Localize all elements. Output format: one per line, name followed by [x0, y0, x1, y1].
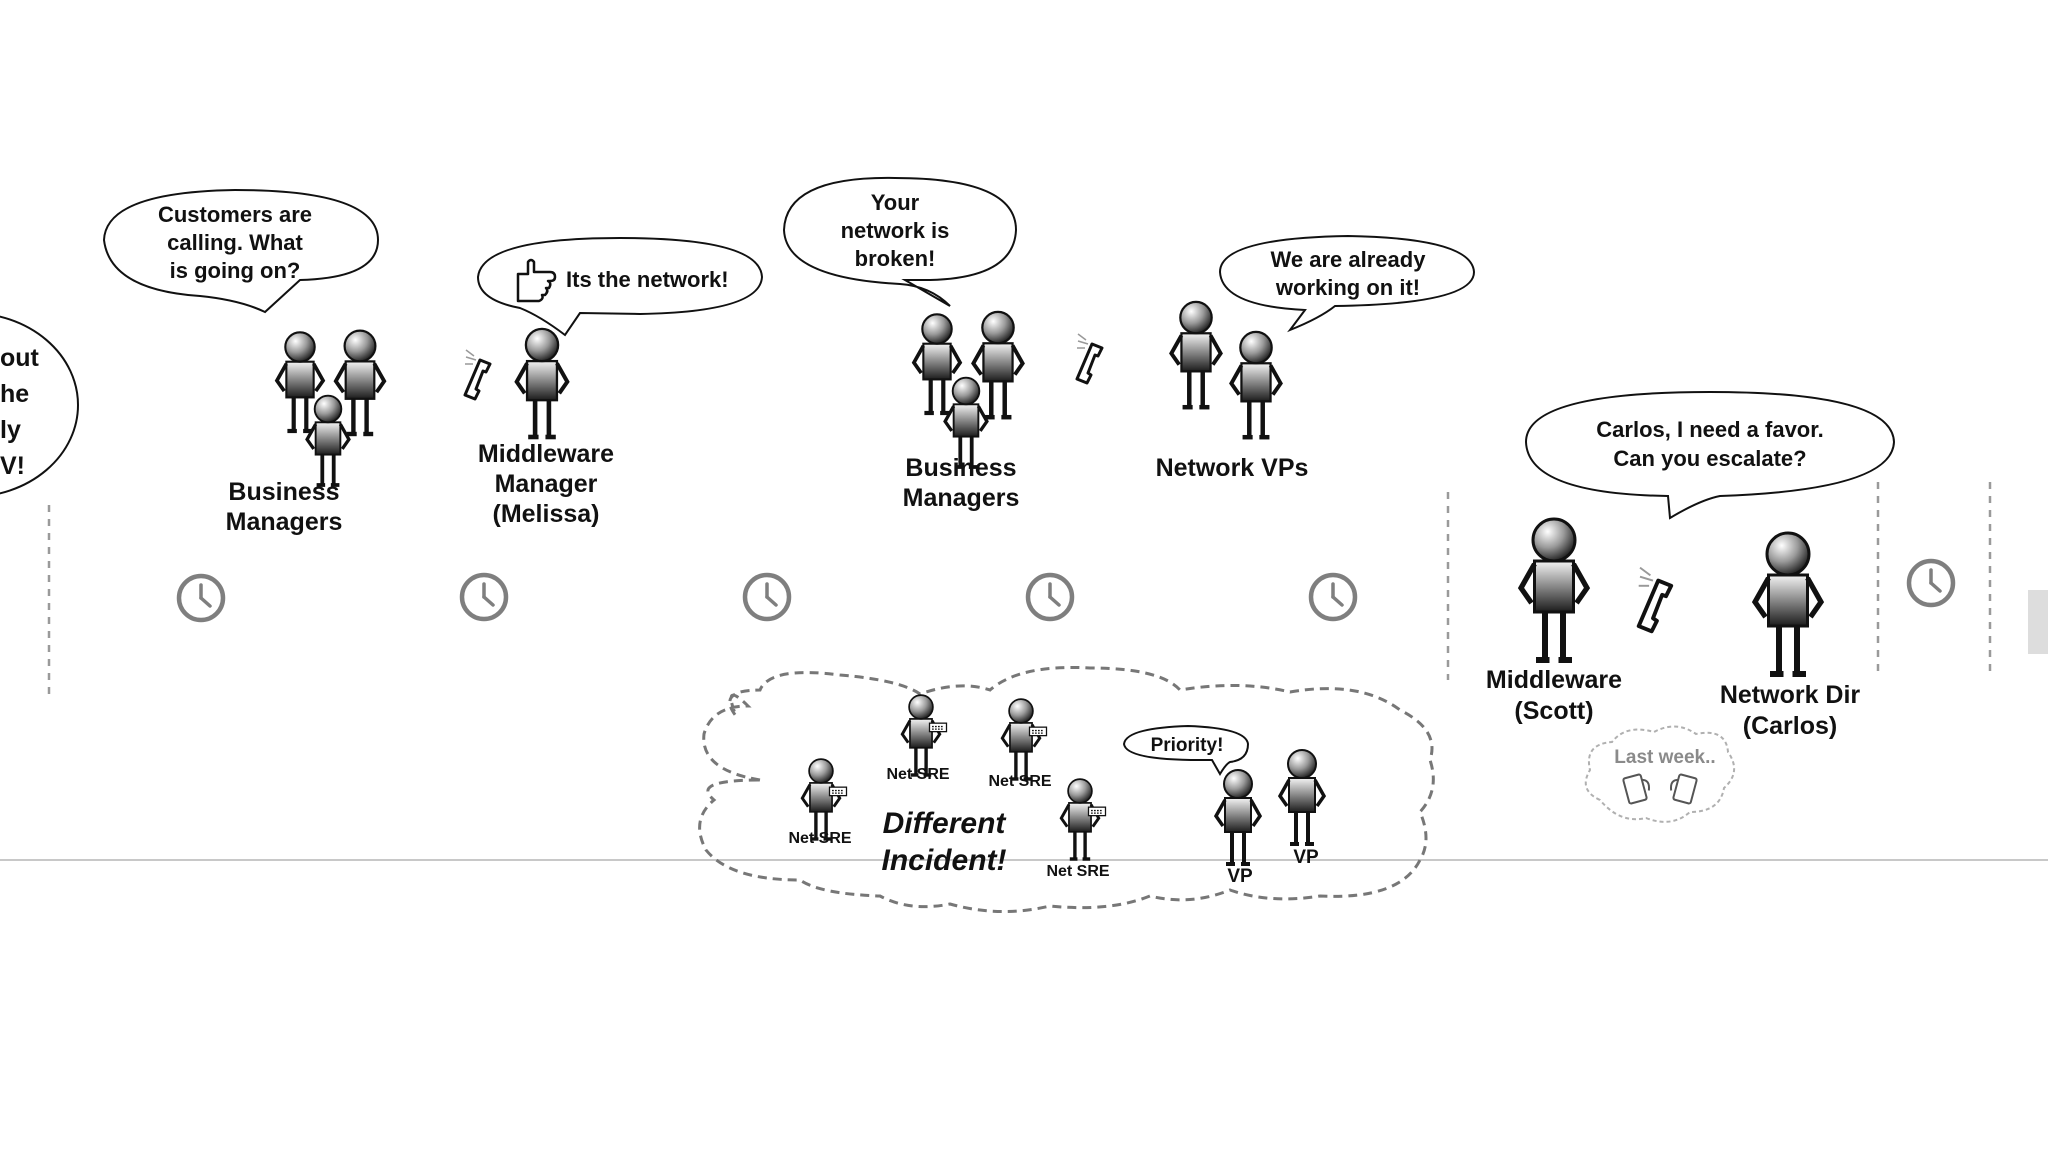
scene-business-managers-1: Customers are calling. What is going on?…	[102, 188, 384, 536]
scene-label: Middleware	[1486, 666, 1622, 694]
bubble-line: network is	[841, 218, 950, 243]
stick-figure-icon	[900, 693, 942, 777]
scene-label: Managers	[226, 508, 343, 536]
scene-business-managers-2: Your network is broken! Business Manager…	[782, 176, 1023, 512]
clock-icons	[179, 561, 1953, 620]
bubble-line: working on it!	[1275, 275, 1420, 300]
scene-label: (Melissa)	[493, 500, 600, 528]
phone-icon	[463, 348, 492, 401]
net-sre-figure	[1000, 697, 1048, 781]
scene-middleware-manager: Its the network! Middleware Manager (Mel…	[463, 236, 764, 528]
net-sre-label: Net SRE	[788, 830, 851, 847]
scene-label: Network VPs	[1156, 454, 1309, 482]
scene-label: Business	[905, 454, 1016, 482]
stick-figure-icon	[1521, 519, 1587, 660]
cutoff-speech-bubble: out he ly V!	[0, 315, 79, 495]
stick-figure-icon	[800, 757, 842, 841]
bubble-line: broken!	[855, 246, 936, 271]
bubble-text: Its the network!	[566, 267, 729, 292]
stick-figure-icon	[1000, 697, 1042, 781]
speech-bubble	[782, 176, 1018, 307]
cutoff-bubble-line: out	[0, 344, 40, 372]
scene-label: Middleware	[478, 440, 614, 468]
scene-label: Managers	[903, 484, 1020, 512]
incident-title: Different	[883, 807, 1008, 840]
speech-bubble	[102, 188, 380, 314]
speech-bubble	[1524, 390, 1896, 520]
stick-figure-icon	[517, 329, 568, 437]
clock-icon	[1909, 561, 1953, 605]
stick-figure-icon	[336, 331, 384, 434]
incident-title: Incident!	[882, 844, 1007, 877]
bubble-line: calling. What	[167, 230, 303, 255]
edge-tab	[2028, 590, 2048, 654]
keyboard-icon	[1028, 726, 1048, 737]
stick-figure-icon	[1171, 302, 1220, 407]
bubble-line: We are already	[1271, 247, 1427, 272]
clock-icon	[462, 575, 506, 619]
keyboard-icon	[928, 722, 948, 733]
vp-label: VP	[1293, 847, 1319, 868]
scene-label: Manager	[495, 470, 598, 498]
cutoff-bubble-line: V!	[0, 452, 25, 480]
scene-escalation: Carlos, I need a favor. Can you escalate…	[1486, 390, 1896, 823]
speech-bubble	[1218, 234, 1476, 333]
cutoff-bubble-line: ly	[0, 416, 21, 444]
priority-text: Priority!	[1151, 735, 1224, 756]
stick-figure-icon	[1231, 332, 1280, 437]
net-sre-figure	[1059, 777, 1107, 861]
stick-figure-icon	[1214, 768, 1262, 866]
phone-icon	[1636, 565, 1674, 634]
bubble-line: Can you escalate?	[1613, 446, 1806, 471]
net-sre-label: Net SRE	[988, 773, 1051, 790]
clock-icon	[179, 576, 223, 620]
net-sre-figure	[900, 693, 948, 777]
scene-label: (Scott)	[1514, 697, 1593, 725]
scene-label: (Carlos)	[1743, 712, 1837, 740]
phone-icon	[1075, 332, 1104, 385]
speech-bubble	[476, 236, 764, 337]
beer-mugs-icon	[1622, 773, 1698, 805]
stick-figure-icon	[973, 312, 1022, 417]
incident-cloud: Net SRE Net SRE Net SRE Net SRE Differen…	[698, 666, 1435, 914]
scene-label: Business	[228, 478, 339, 506]
keyboard-icon	[1087, 806, 1107, 817]
stick-figure-icon	[1059, 777, 1101, 861]
net-sre-label: Net SRE	[886, 766, 949, 783]
bubble-line: Your	[871, 190, 920, 215]
stick-figure-icon	[305, 393, 351, 487]
stick-figure-icon	[1278, 748, 1326, 846]
speech-bubble	[1122, 724, 1250, 776]
dashed-cloud	[698, 666, 1435, 914]
vp-label: VP	[1227, 866, 1253, 887]
pointing-hand-icon	[516, 258, 557, 303]
keyboard-icon	[828, 786, 848, 797]
net-sre-figure	[800, 757, 848, 841]
bubble-line: Customers are	[158, 202, 312, 227]
stick-figure-icon	[1755, 533, 1821, 674]
bubble-line: is going on?	[170, 258, 301, 283]
scene-label: Network Dir	[1720, 681, 1861, 709]
clock-icon	[1028, 575, 1072, 619]
cutoff-bubble-line: he	[0, 380, 29, 408]
net-sre-label: Net SRE	[1046, 863, 1109, 880]
scene-network-vps: We are already working on it! Network VP…	[1075, 234, 1476, 482]
clock-icon	[745, 575, 789, 619]
clock-icon	[1311, 575, 1355, 619]
memory-cloud: Last week..	[1584, 725, 1735, 823]
bubble-line: Carlos, I need a favor.	[1596, 417, 1823, 442]
separators	[47, 482, 1992, 695]
memory-text: Last week..	[1614, 747, 1715, 768]
stick-figure-icon	[914, 314, 960, 413]
